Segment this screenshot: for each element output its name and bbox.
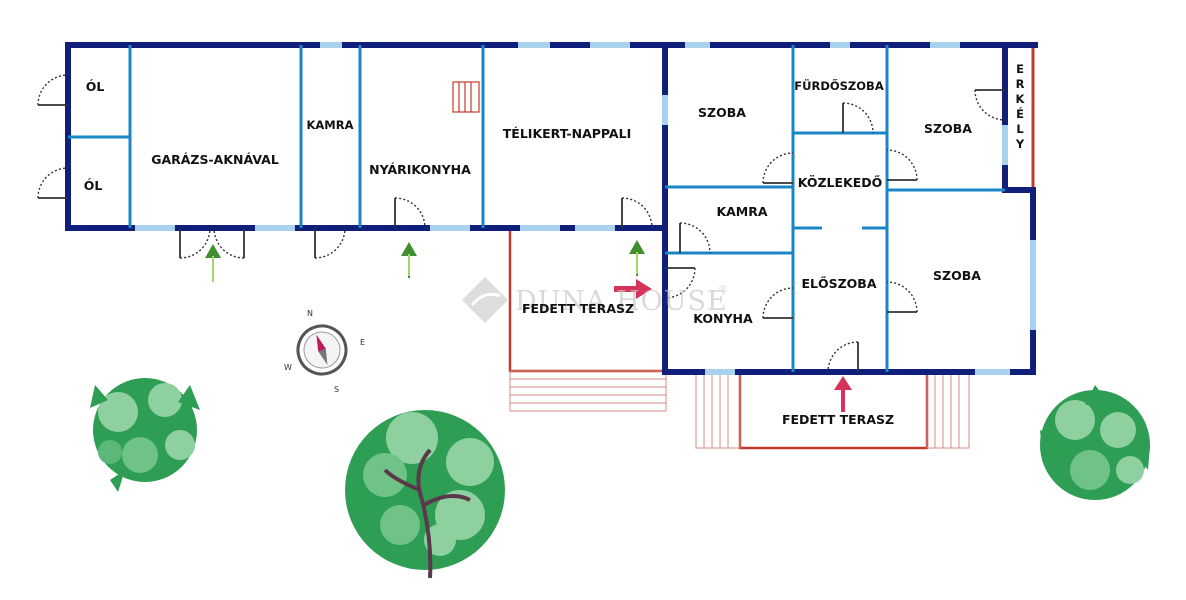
covered-terrace-right [695, 371, 970, 450]
tree-icon [1040, 385, 1150, 500]
windows [135, 42, 1036, 375]
room-label-ol-bottom: ÓL [84, 178, 103, 193]
room-label-kamra-2: KAMRA [716, 204, 767, 219]
compass-east-label: E [360, 338, 365, 347]
entry-arrow-icon [401, 242, 417, 278]
room-label-fedett-terasz-2: FEDETT TERASZ [782, 412, 894, 427]
room-label-szoba-2: SZOBA [924, 121, 972, 136]
room-label-szoba-1: SZOBA [698, 105, 746, 120]
compass-west-label: W [284, 363, 292, 372]
door-swing-icon [37, 74, 1006, 373]
tree-icon [345, 410, 505, 579]
room-label-ol-top: ÓL [86, 79, 105, 94]
room-label-szoba-3: SZOBA [933, 268, 981, 283]
room-label-furdoszoba: FÜRDŐSZOBA [794, 78, 884, 93]
covered-terrace-left [508, 228, 667, 412]
room-label-eloszoba: ELŐSZOBA [801, 276, 876, 291]
tree-icon [90, 378, 200, 492]
room-label-telikert: TÉLIKERT-NAPPALI [503, 126, 631, 141]
room-label-kozlekedo: KÖZLEKEDŐ [798, 175, 883, 190]
erkely-letter: R [1016, 77, 1025, 91]
entry-arrow-icon [834, 376, 852, 412]
outer-walls [65, 42, 1038, 375]
staircase-icon [452, 81, 480, 113]
room-label-kamra-1: KAMRA [306, 118, 353, 132]
room-label-fedett-terasz-1: FEDETT TERASZ [522, 301, 634, 316]
entry-arrow-icon [205, 244, 221, 282]
entry-arrow-icon [629, 240, 645, 276]
erkely-letter: L [1016, 122, 1024, 136]
entry-arrow-icon [614, 279, 652, 299]
compass-north-label: N [307, 309, 313, 318]
inner-walls [68, 45, 1005, 372]
watermark-text: DUNA HOUSE [515, 286, 728, 317]
room-label-konyha: KONYHA [693, 311, 753, 326]
erkely-letter: Y [1015, 137, 1025, 151]
room-label-garazs: GARÁZS-AKNÁVAL [151, 152, 279, 167]
erkely-letter: E [1016, 62, 1024, 76]
erkely-letter: K [1016, 92, 1026, 106]
watermark-mark: ® [718, 284, 728, 295]
watermark-logo: DUNA HOUSE ® [462, 277, 728, 323]
compass-south-label: S [334, 385, 339, 394]
compass-icon [296, 324, 348, 376]
room-label-erkely: E R K É L Y [1015, 62, 1026, 151]
erkely-letter: É [1016, 106, 1024, 121]
room-label-nyarikonyha: NYÁRIKONYHA [369, 162, 471, 177]
